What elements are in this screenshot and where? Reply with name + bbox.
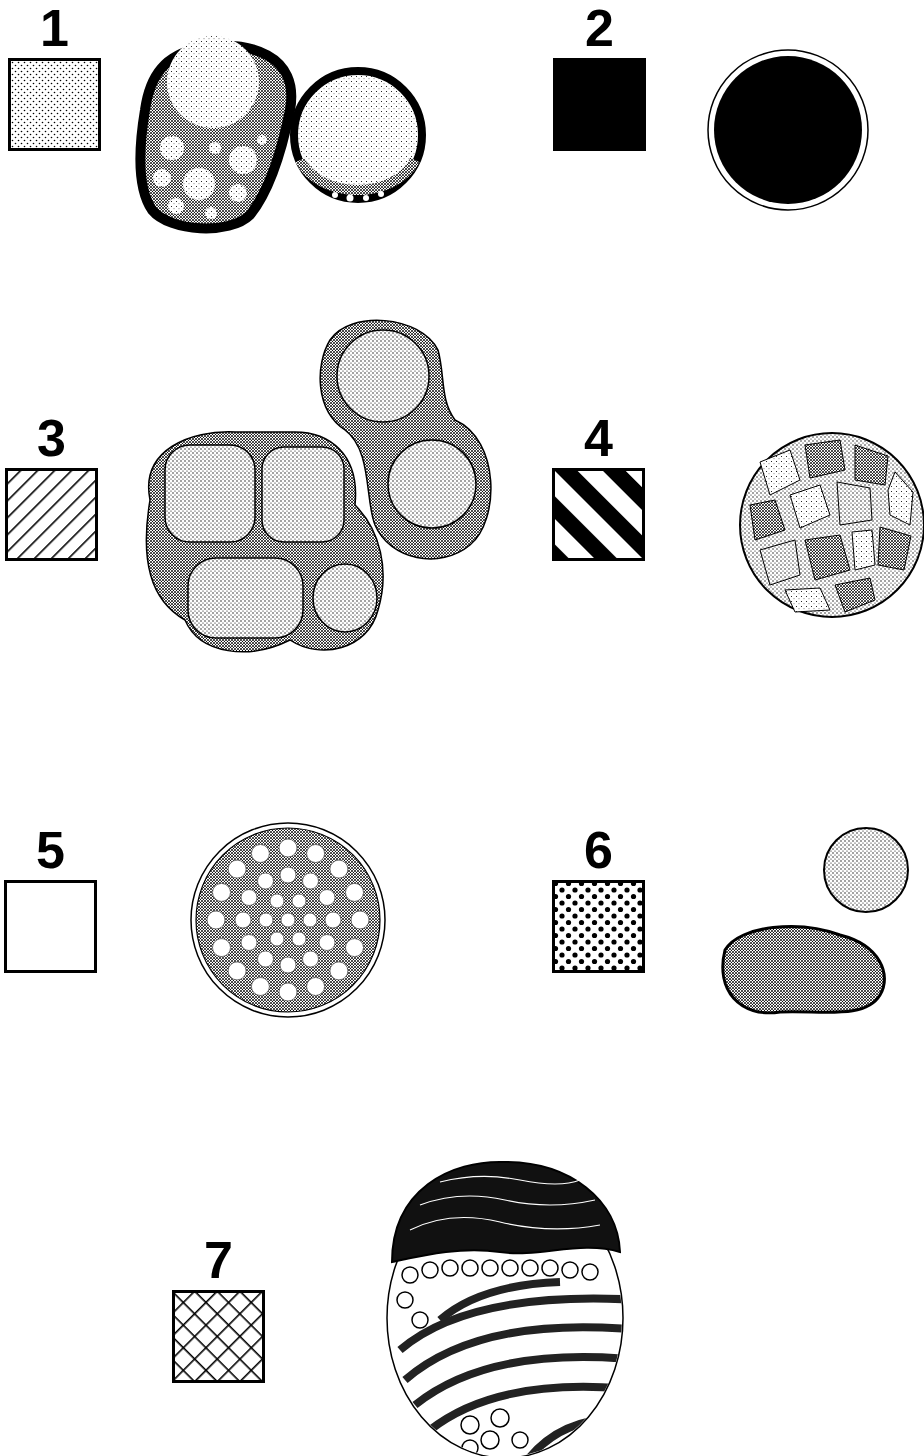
legend-number: 4 bbox=[552, 412, 645, 464]
legend-entry: 4 bbox=[552, 408, 645, 561]
pattern-swatch bbox=[172, 1290, 265, 1383]
legend-entry: 5 bbox=[4, 820, 97, 973]
pattern-swatch bbox=[4, 880, 97, 973]
legend-entry: 3 bbox=[5, 408, 98, 561]
legend-number: 3 bbox=[5, 412, 98, 464]
swatch-square bbox=[6, 882, 96, 972]
pattern-swatch bbox=[553, 58, 646, 151]
swatch-square bbox=[174, 1292, 264, 1382]
pattern-swatch bbox=[552, 880, 645, 973]
legend-entry: 7 bbox=[172, 1230, 265, 1383]
grain-type-6 bbox=[723, 828, 908, 1013]
pattern-swatch bbox=[8, 58, 101, 151]
pattern-swatch bbox=[552, 468, 645, 561]
legend-entry: 2 bbox=[553, 0, 646, 151]
legend-entry: 1 bbox=[8, 0, 101, 151]
legend-number: 5 bbox=[4, 824, 97, 876]
legend-entry: 6 bbox=[552, 820, 645, 973]
legend-number: 6 bbox=[552, 824, 645, 876]
grain-type-2 bbox=[708, 50, 868, 210]
swatch-square bbox=[554, 470, 644, 560]
pattern-swatch bbox=[5, 468, 98, 561]
grain-type-3 bbox=[146, 320, 491, 651]
grain-type-7 bbox=[387, 1162, 640, 1456]
grain-type-5 bbox=[191, 823, 385, 1017]
swatch-square bbox=[10, 60, 100, 150]
legend-number: 1 bbox=[8, 2, 101, 54]
legend-number: 7 bbox=[172, 1234, 265, 1286]
grain-type-4 bbox=[740, 433, 924, 617]
swatch-square bbox=[7, 470, 97, 560]
swatch-square bbox=[554, 882, 644, 972]
legend-number: 2 bbox=[553, 2, 646, 54]
grain-type-1 bbox=[140, 36, 422, 228]
swatch-square bbox=[555, 60, 645, 150]
